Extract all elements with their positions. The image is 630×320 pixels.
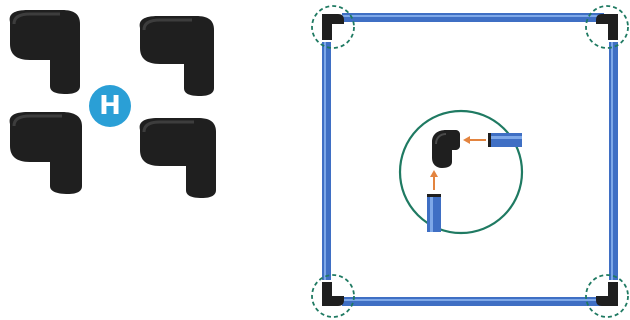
corner-connector-bottom-right xyxy=(596,282,618,306)
letter-badge-icon xyxy=(86,82,134,130)
callout-tube-vertical xyxy=(427,194,441,232)
corner-highlight-top-left xyxy=(312,6,354,48)
assembled-frame xyxy=(312,6,628,317)
corner-highlight-top-right xyxy=(586,6,628,48)
assembly-detail-callout xyxy=(400,111,522,233)
frame-tube-left xyxy=(322,42,331,280)
corner-connector-bottom-left xyxy=(322,282,344,306)
callout-tube-horizontal xyxy=(488,133,522,147)
elbow-connector-icon xyxy=(140,118,216,198)
frame-tube-top xyxy=(342,13,604,22)
elbow-connector-icon xyxy=(10,112,82,194)
elbow-connector-icon xyxy=(10,10,80,94)
corner-connector-top-right xyxy=(596,14,618,40)
elbow-connector-icon xyxy=(140,16,214,96)
frame-tube-right xyxy=(609,42,618,280)
corner-connector-top-left xyxy=(322,14,344,40)
frame-tube-bottom xyxy=(342,297,604,306)
